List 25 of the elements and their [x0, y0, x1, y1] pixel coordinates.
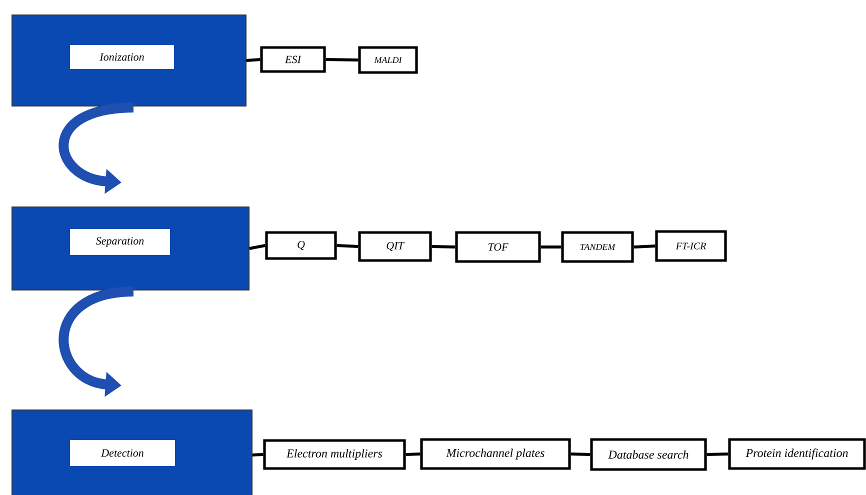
connector-line [570, 452, 590, 456]
method-box: TANDEM [561, 231, 634, 263]
method-box: QIT [358, 231, 432, 262]
method-box: Q [265, 231, 337, 260]
connector-line [249, 244, 266, 250]
method-box: ESI [260, 46, 326, 73]
method-box: Microchannel plates [420, 438, 571, 470]
stage-box: Detection [12, 410, 252, 495]
method-box: MALDI [358, 46, 418, 74]
connector-line [706, 452, 728, 456]
method-box: Database search [590, 438, 707, 471]
method-box: FT-ICR [655, 230, 727, 262]
connector-line [406, 452, 420, 456]
method-box: TOF [455, 231, 541, 263]
connector-line [634, 244, 656, 248]
method-box: Protein identification [728, 438, 866, 470]
stage-box: Ionization [12, 14, 246, 106]
connector-line [246, 58, 260, 62]
stage-box: Separation [12, 206, 250, 290]
connector-line [432, 245, 456, 248]
connector-line [540, 246, 562, 248]
method-box: Electron multipliers [263, 439, 406, 470]
connector-line [252, 453, 264, 456]
connector-line [336, 244, 358, 248]
connector-line [326, 58, 358, 62]
